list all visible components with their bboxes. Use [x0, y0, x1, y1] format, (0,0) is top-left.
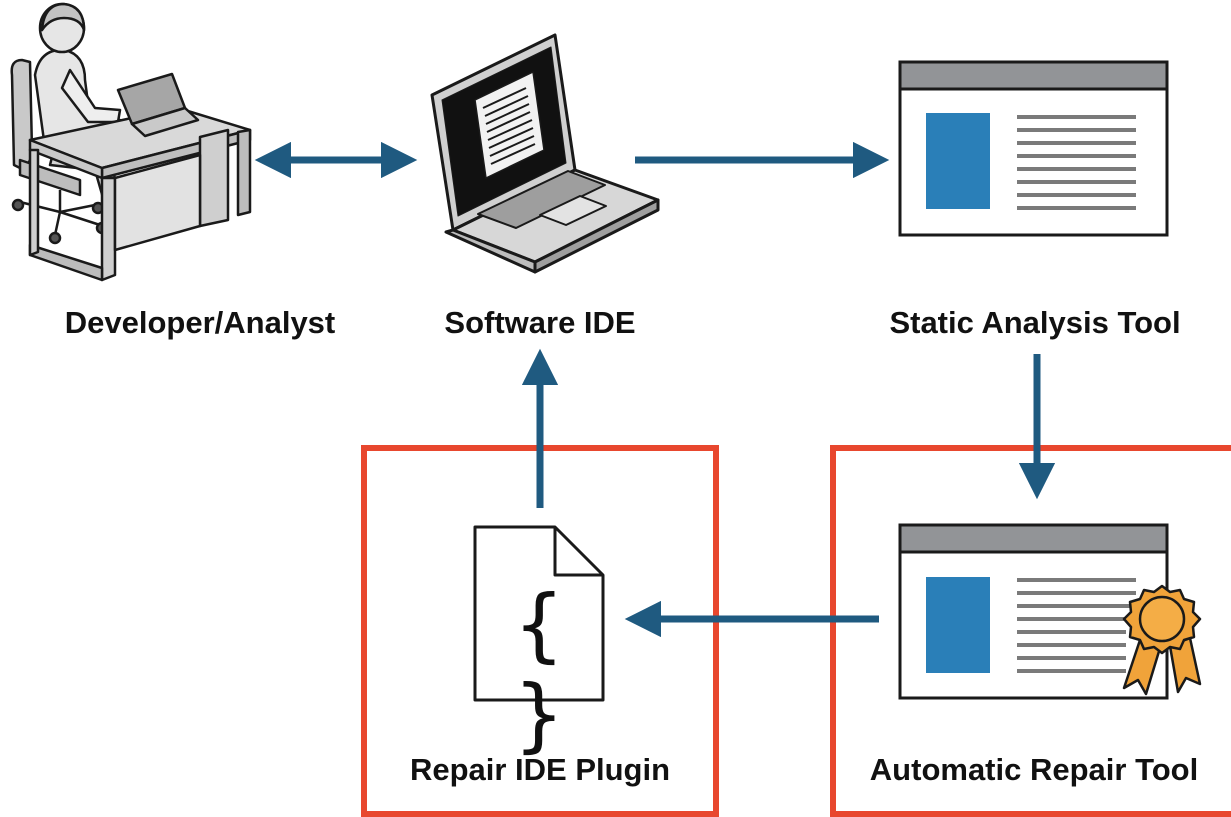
automatic-repair-tool-label: Automatic Repair Tool: [869, 752, 1199, 787]
application-window-icon: [898, 60, 1169, 237]
developer-label: Developer/Analyst: [64, 305, 336, 340]
certified-window-icon: [898, 523, 1202, 700]
code-braces-glyph: { }: [514, 578, 564, 761]
developer-at-desk-icon: [10, 2, 252, 282]
code-file-icon: [473, 525, 605, 702]
laptop-icon: [430, 33, 660, 274]
repair-ide-plugin-label: Repair IDE Plugin: [409, 752, 671, 787]
award-badge-icon: [1122, 584, 1202, 696]
software-ide-label: Software IDE: [444, 305, 636, 340]
static-analysis-tool-label: Static Analysis Tool: [889, 305, 1181, 340]
